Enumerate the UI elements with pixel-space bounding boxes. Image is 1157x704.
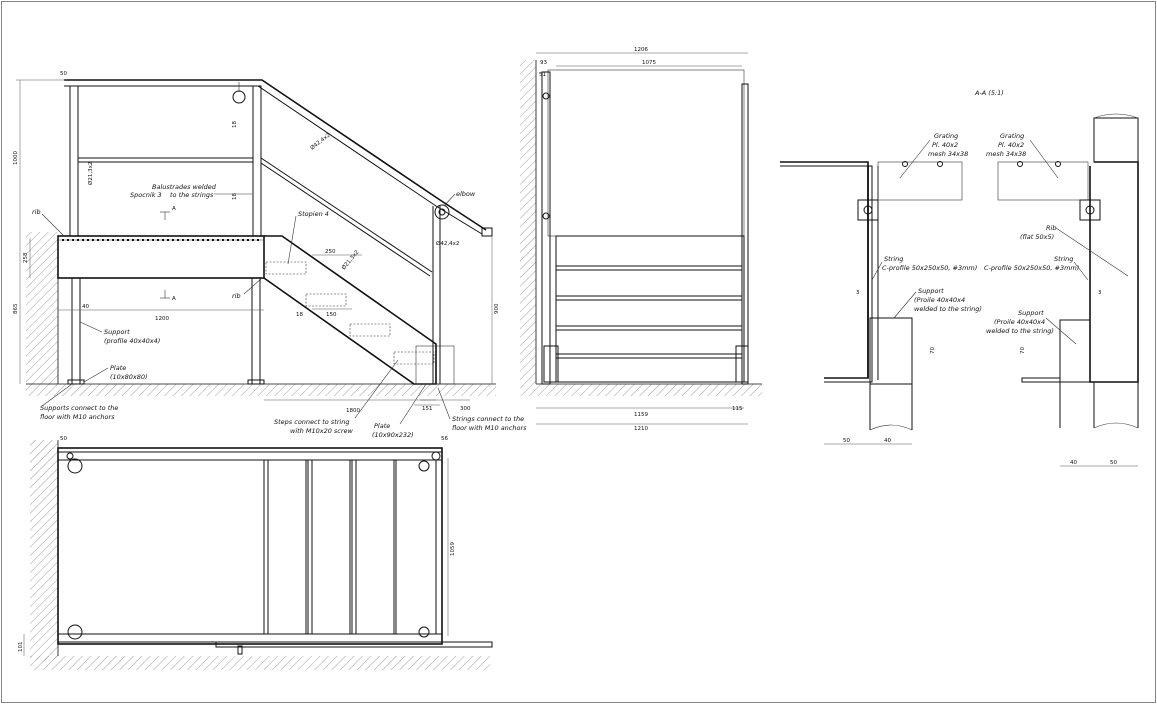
dim-93: 93: [540, 60, 547, 66]
section-mark-a-bot: A: [172, 296, 176, 302]
label-rib-right-size: (flat 50x5): [1020, 233, 1054, 241]
front-elevation-view: 1206 93 1075 51 1159 115 1210: [520, 47, 762, 432]
label-support-profile: (profile 40x40x4): [104, 337, 160, 345]
dim-40: 40: [82, 304, 89, 310]
label-stopien: Stopien 4: [298, 210, 329, 218]
label-support-right-2: welded to the string): [986, 327, 1054, 335]
label-plate: Plate: [110, 364, 126, 372]
label-supports-connect: Supports connect to the: [40, 404, 118, 412]
plan-platform: [57, 447, 443, 645]
plan-view: 50 56 1059 101: [18, 436, 493, 670]
dim-56-plan: 56: [441, 436, 448, 442]
section-title: A-A (5:1): [974, 89, 1004, 97]
dim-101: 101: [18, 642, 24, 653]
dim-900: 900: [494, 303, 500, 314]
stair-string: [263, 235, 437, 385]
label-plate2-size: (10x90x232): [372, 431, 414, 439]
dim-1200: 1200: [155, 316, 169, 322]
pipe-label-21b: Ø21,3x2: [340, 249, 360, 271]
label-plate-size: (10x80x80): [110, 373, 148, 381]
label-plate2: Plate: [374, 422, 390, 430]
label-with-screw: with M10x20 screw: [290, 427, 354, 435]
label-string-right-profile: C-profile 50x250x50, #3mm): [984, 264, 1079, 272]
dim-1159: 1159: [634, 412, 648, 418]
wall-hatch-left: [26, 232, 58, 384]
label-grating-left-pl: Pl. 40x2: [932, 141, 958, 149]
label-support-left-1: (Proile 40x40x4: [914, 296, 965, 304]
label-grating-right-mesh: mesh 34x38: [986, 150, 1026, 158]
dim-18b: 18: [232, 193, 238, 200]
dim-51: 51: [539, 72, 546, 78]
handrail-end-cap: [481, 227, 493, 237]
label-to-strings: to the strings: [170, 191, 214, 199]
label-string-right: String: [1054, 255, 1073, 263]
label-rib-left: rib: [32, 208, 41, 216]
dim-18c: 18: [296, 312, 303, 318]
label-rib-right: Rib: [1046, 224, 1056, 232]
label-support-left: Support: [918, 287, 944, 295]
label-elbow: elbow: [456, 190, 476, 198]
pipe-label-42b: Ø42,4x2: [436, 240, 459, 247]
label-spocnik: Spocnik 3: [130, 191, 162, 199]
label-grating-right-pl: Pl. 40x2: [998, 141, 1024, 149]
label-grating-right: Grating: [1000, 132, 1024, 140]
label-strings-connect: Strings connect to the: [452, 415, 524, 423]
label-grating-left: Grating: [934, 132, 958, 140]
section-a-a-view: A-A (5:1) 50 4: [780, 89, 1139, 467]
dim-865: 865: [13, 303, 19, 314]
dim-300: 300: [460, 406, 471, 412]
dim-70-right: 70: [1020, 347, 1026, 354]
dim-50-top: 50: [60, 71, 67, 77]
dim-1000: 1000: [13, 151, 19, 165]
dim-50-plan: 50: [60, 436, 67, 442]
rail-bracket: [232, 90, 246, 104]
dim-40-section-right: 40: [1070, 460, 1077, 466]
dim-3-right: 3: [1098, 290, 1102, 296]
pipe-label-42a: Ø42,4x2: [309, 132, 332, 152]
pipe-label-21a: Ø21,3x2: [87, 162, 94, 185]
dim-18a: 18: [232, 121, 238, 128]
label-support-left-2: welded to the string): [914, 305, 982, 313]
side-elevation-view: A A 50 1000 865 258 18 18 40 1200 250 15…: [13, 71, 527, 439]
elbow-fitting: [434, 204, 450, 220]
dim-258: 258: [23, 252, 29, 263]
label-support: Support: [104, 328, 130, 336]
dim-1210: 1210: [634, 426, 648, 432]
dim-115: 115: [732, 406, 743, 412]
section-mark-a-top: A: [172, 206, 176, 212]
label-balustrades: Balustrades welded: [152, 183, 217, 191]
dim-1800: 1800: [346, 408, 360, 414]
label-floor-m10-2: floor with M10 anchors: [452, 424, 527, 432]
label-string-left-profile: C-profile 50x250x50, #3mm): [882, 264, 977, 272]
dim-3-left: 3: [856, 290, 860, 296]
dim-250: 250: [325, 249, 336, 255]
label-grating-left-mesh: mesh 34x38: [928, 150, 968, 158]
dim-50-section-left: 50: [843, 438, 850, 444]
dim-1206: 1206: [634, 47, 648, 53]
dim-70-left: 70: [930, 347, 936, 354]
landing-platform: [57, 235, 265, 279]
floor-hatch-left: [26, 384, 496, 396]
label-support-right-1: (Proile 40x40x4: [994, 318, 1045, 326]
dim-151: 151: [422, 406, 433, 412]
label-steps-connect: Steps connect to string: [274, 418, 349, 426]
label-string-left: String: [884, 255, 903, 263]
label-support-right: Support: [1018, 309, 1044, 317]
dim-1059: 1059: [450, 542, 456, 556]
dim-150: 150: [326, 312, 337, 318]
dim-1075: 1075: [642, 60, 656, 66]
label-rib-mid: rib: [232, 292, 241, 300]
dim-40-section-left: 40: [884, 438, 891, 444]
dim-50-section-right: 50: [1110, 460, 1117, 466]
label-floor-m10: floor with M10 anchors: [40, 413, 115, 421]
